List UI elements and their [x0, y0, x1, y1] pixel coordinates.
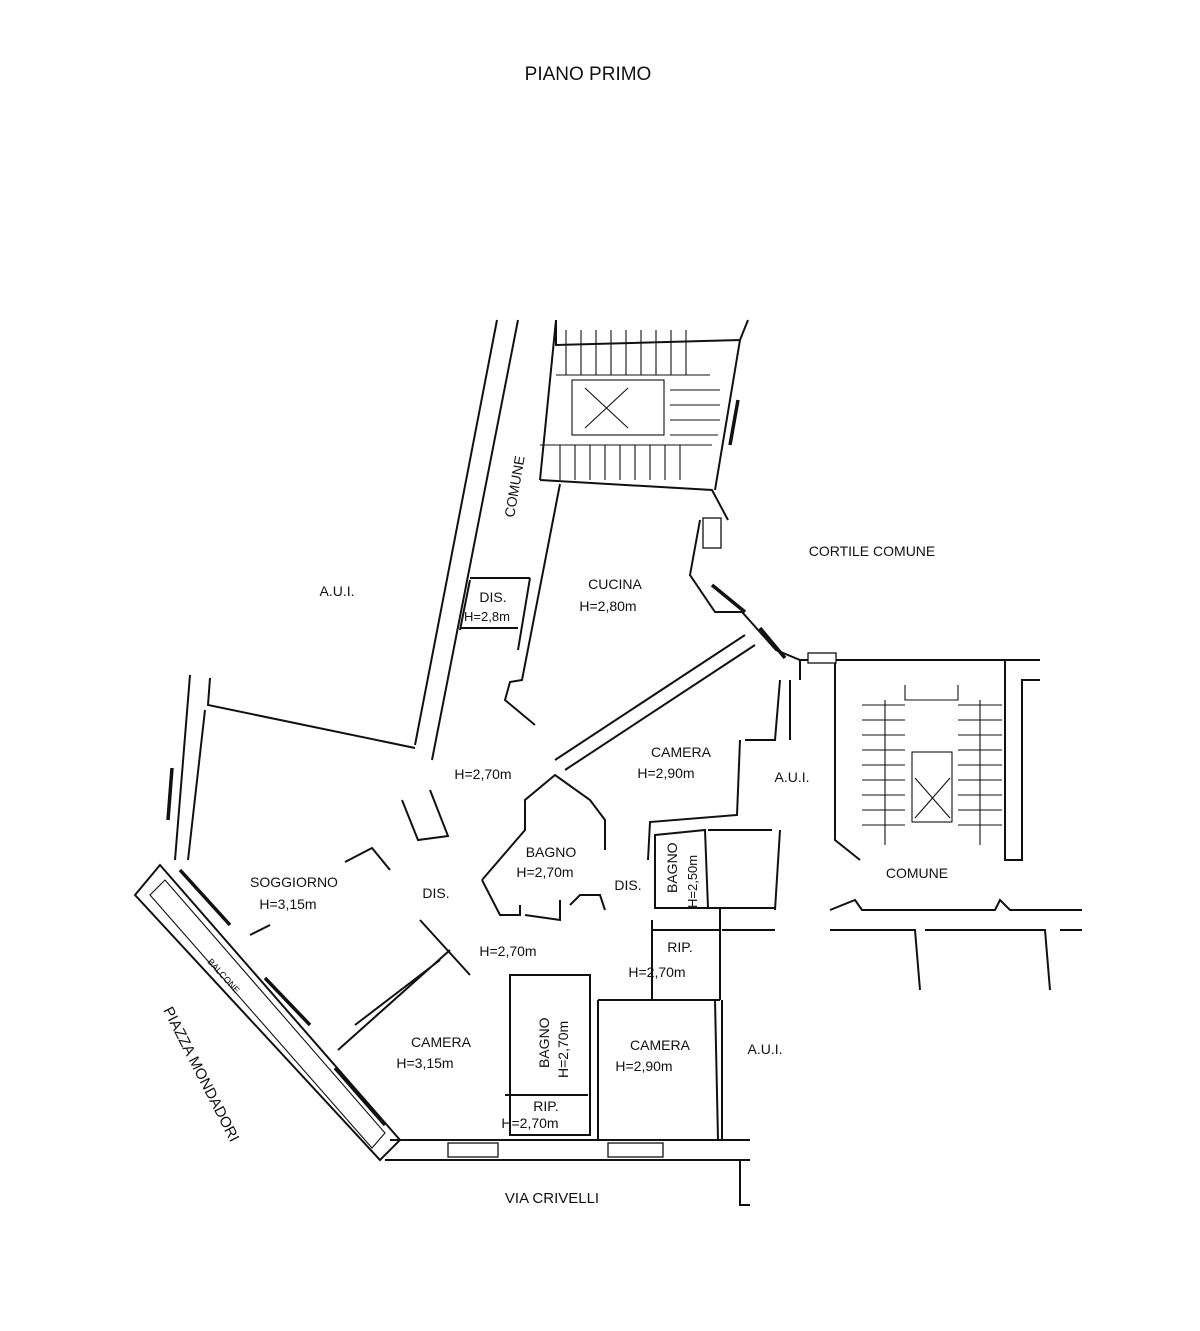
label-rip-low-h: H=2,70m — [501, 1115, 558, 1131]
soggiorno-stub — [249, 924, 271, 936]
label-camera-sw-h: H=3,15m — [396, 1055, 453, 1071]
label-aui-right: A.U.I. — [747, 1041, 782, 1057]
diagonal-partition — [554, 634, 756, 771]
label-bagno-center-h: H=2,70m — [516, 864, 573, 880]
soggiorno-partition — [344, 846, 391, 871]
label-camera-sw: CAMERA — [411, 1034, 472, 1050]
window-camera-1 — [263, 976, 312, 1027]
label-aui-left: A.U.I. — [319, 583, 354, 599]
stair-top-treads-b — [559, 445, 681, 480]
label-camera-ne-h: H=2,90m — [637, 765, 694, 781]
pillar — [401, 789, 450, 842]
window-camera-2 — [333, 1066, 387, 1127]
stair-right-treads-l — [862, 704, 905, 826]
label-via-crivelli: VIA CRIVELLI — [505, 1190, 599, 1207]
label-bagno-low-h: H=2,70m — [555, 1021, 571, 1078]
label-hall-h: H=2,70m — [479, 943, 536, 959]
label-bagno-low: BAGNO — [536, 1017, 552, 1068]
label-soggiorno: SOGGIORNO — [250, 874, 338, 890]
stair-right-stringers — [884, 700, 981, 845]
window-soggiorno-n — [166, 767, 174, 821]
label-aui-mid: A.U.I. — [774, 769, 809, 785]
common-corridor-walls — [414, 319, 519, 761]
balcone-inner — [149, 879, 386, 1149]
stair-right — [862, 685, 1002, 845]
window-stair — [702, 517, 722, 549]
label-dis-mid: DIS. — [422, 885, 449, 901]
right-block-west — [789, 660, 861, 861]
window-soggiorno-s — [178, 868, 232, 927]
south-east-wall — [721, 1000, 750, 1206]
label-piazza: PIAZZA MONDADORI — [159, 1004, 242, 1145]
plan-title: PIANO PRIMO — [525, 64, 652, 85]
dis-wall — [419, 919, 471, 976]
label-cucina-h: H=2,80m — [579, 598, 636, 614]
label-bagno-center: BAGNO — [526, 844, 577, 860]
cucina-left-wall — [503, 483, 561, 726]
soggiorno-north-walls — [174, 674, 416, 861]
label-camera-se: CAMERA — [630, 1037, 691, 1053]
stair-top — [540, 330, 720, 480]
label-dis-top-h: H=2,8m — [464, 609, 510, 624]
window-south-1 — [447, 1142, 499, 1158]
stair-top-side — [670, 389, 720, 436]
camera-ne-walls — [647, 679, 781, 861]
window-cucina-1 — [710, 583, 747, 614]
label-bagno-right: BAGNO — [664, 842, 680, 893]
label-cortile: CORTILE COMUNE — [809, 543, 936, 559]
label-corridor-h: H=2,70m — [454, 766, 511, 782]
label-bagno-right-h: H=2,50m — [685, 855, 700, 908]
south-facade — [385, 1139, 750, 1161]
bagno-center-walls — [481, 773, 606, 922]
label-comune-stair: COMUNE — [501, 454, 528, 518]
bagno-right-walls — [654, 828, 710, 909]
label-comune-right: COMUNE — [886, 865, 948, 881]
stair-right-top — [904, 685, 959, 701]
label-dis-right: DIS. — [614, 877, 641, 893]
stair-top-treads-a — [565, 330, 687, 375]
label-camera-se-h: H=2,90m — [615, 1058, 672, 1074]
stair-block-walls — [539, 319, 749, 521]
window-stair-east — [728, 399, 740, 446]
label-cucina: CUCINA — [588, 576, 642, 592]
stair-right-cross — [914, 777, 951, 819]
right-lower-walls — [829, 898, 1082, 991]
window-south-2 — [607, 1142, 664, 1158]
window-court — [807, 652, 837, 664]
stair-top-well — [571, 379, 665, 436]
label-rip-low: RIP. — [533, 1098, 558, 1114]
windows — [166, 399, 837, 1158]
window-cucina-2 — [758, 626, 787, 660]
hall-walls — [708, 829, 775, 1000]
rip-right-walls — [640, 920, 720, 1001]
label-dis-top: DIS. — [479, 589, 506, 605]
label-rip-right-h: H=2,70m — [628, 964, 685, 980]
lift-cross — [584, 387, 629, 429]
camera-sw-north — [337, 949, 451, 1051]
camera-se-walls — [597, 999, 719, 1141]
stair-right-lift — [911, 751, 953, 823]
aui-separation — [722, 829, 781, 931]
right-block-east — [1004, 660, 1040, 861]
cucina-right-wall — [688, 519, 1040, 661]
dis-top-walls — [459, 577, 531, 651]
label-rip-right: RIP. — [667, 939, 692, 955]
label-camera-ne: CAMERA — [651, 744, 712, 760]
label-soggiorno-h: H=3,15m — [259, 896, 316, 912]
walls — [133, 319, 1082, 1206]
